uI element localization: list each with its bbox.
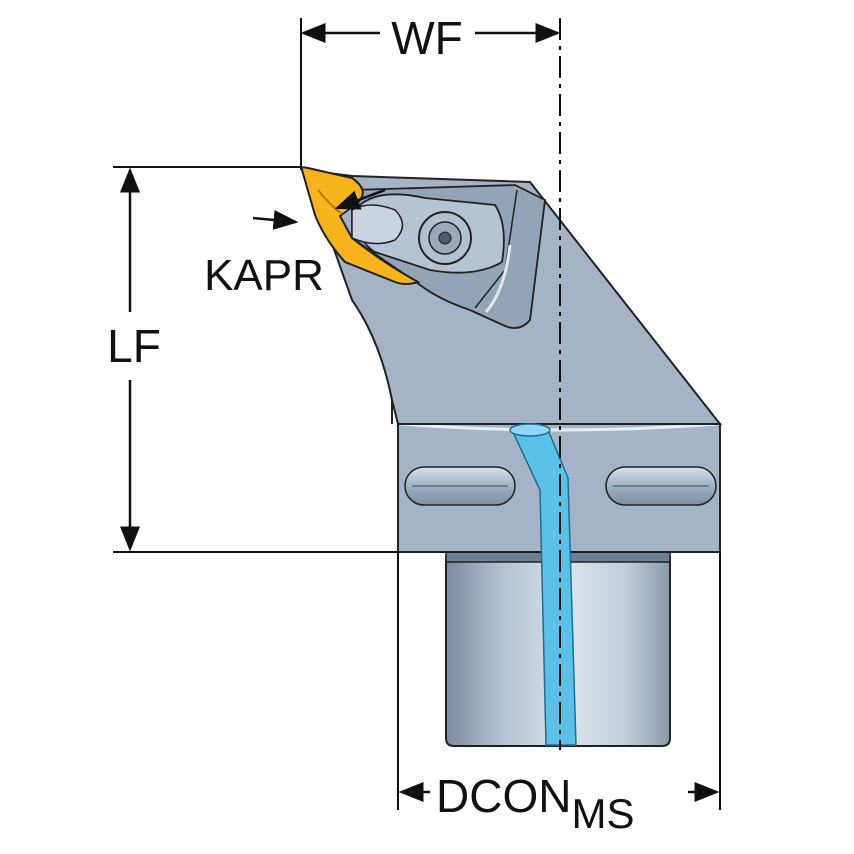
lf-label: LF [107, 320, 161, 372]
holder-head [303, 168, 723, 425]
dimension-kapr: KAPR [204, 188, 386, 300]
dcon-main: DCON [436, 770, 571, 822]
dcon-subscript: MS [571, 790, 634, 837]
wf-label: WF [391, 12, 463, 64]
dimension-lf: LF [107, 166, 398, 553]
dimension-wf: WF [300, 12, 561, 170]
clamp-slot-right [605, 466, 717, 506]
dimension-dcon: DCONMS [397, 552, 721, 837]
dcon-label: DCONMS [436, 770, 634, 837]
kapr-label: KAPR [204, 251, 324, 300]
cutting-insert [300, 166, 421, 285]
clamp-slot-left [404, 466, 516, 506]
